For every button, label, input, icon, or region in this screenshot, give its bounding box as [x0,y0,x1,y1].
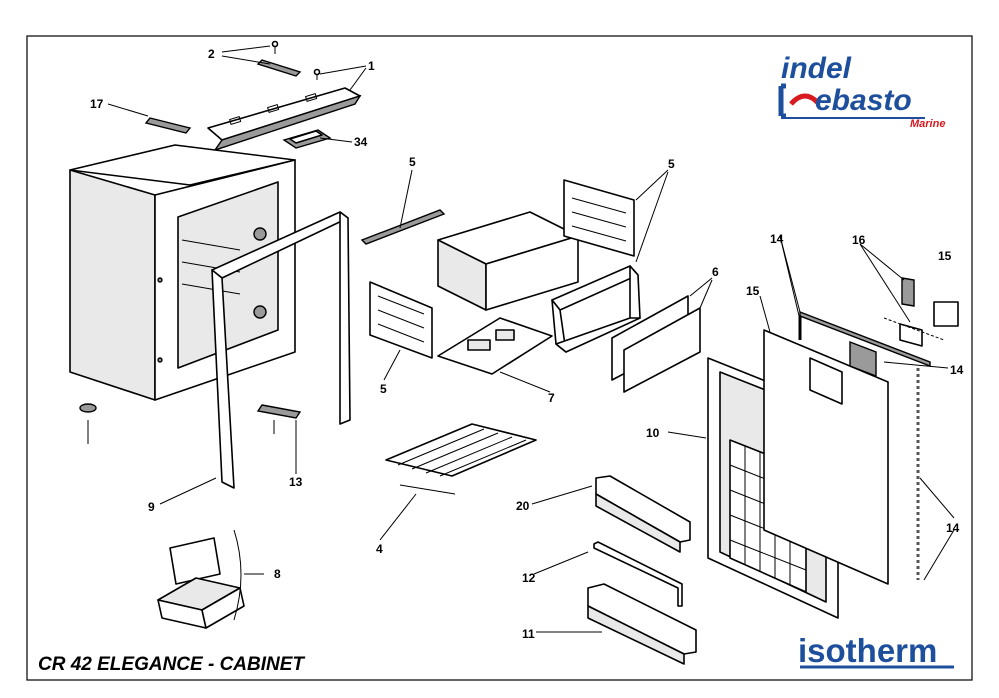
callout-11: 11 [522,627,535,641]
callout-16: 16 [852,233,866,247]
logo-marine-text: Marine [910,118,945,130]
logo-indel-text: indel [781,52,852,85]
callout-34: 34 [354,135,368,149]
callout-15-label: 15 [938,249,952,263]
cabinet-body [69,144,296,401]
callout-numbers: 2 1 17 34 5 5 6 5 7 14 15 16 15 14 14 10… [90,47,964,641]
part-4-wire-shelf [385,423,537,495]
callout-12: 12 [522,571,536,585]
callout-1: 1 [368,59,375,73]
cabinet-foot [79,403,97,444]
callout-6: 6 [712,265,719,279]
callout-5-left: 5 [380,382,387,396]
part-12-bottle-rail [593,541,683,607]
door-latch-plate [849,340,877,378]
leader-lines [107,45,955,633]
part-5-left-panel [369,281,433,359]
part-15-door-panel [763,329,889,585]
callout-10: 10 [646,426,660,440]
logo-isotherm-text: isotherm [798,632,937,669]
callout-17: 17 [90,97,104,111]
callout-7: 7 [548,391,555,405]
cooling-unit [437,211,641,353]
part-2-bracket [256,40,321,80]
part-5-right-panel [563,179,635,257]
part-15-label [933,301,959,327]
logo-bracket [778,83,786,119]
logo-webasto-text: ebasto [815,84,912,117]
part-16-latch [883,277,945,347]
callout-15-panel: 15 [746,284,760,298]
callout-14-right: 14 [950,363,964,377]
callout-4: 4 [376,542,383,556]
part-34-clip [282,129,332,149]
callout-20: 20 [516,499,530,513]
part-17-hinge-plate [144,117,192,134]
callout-5-right: 5 [668,157,675,171]
part-1-top-cover [207,87,362,152]
callout-14-bottom: 14 [946,521,960,535]
page-title: CR 42 ELEGANCE - CABINET [38,654,305,675]
isotherm-logo: isotherm [798,632,954,669]
indel-webasto-logo: indel ebasto Marine [778,52,945,130]
part-13-hinge [256,404,302,434]
callout-5-rod: 5 [409,155,416,169]
callout-9: 9 [148,500,155,514]
part-9-front-frame [211,211,351,489]
drawing-frame [26,35,973,681]
callout-13: 13 [289,475,303,489]
callout-2: 2 [208,47,215,61]
callout-8: 8 [274,567,281,581]
part-7-electronics-tray [437,317,553,375]
logo-red-arc [789,93,821,106]
callout-14-top: 14 [770,232,784,246]
part-20-door-shelf [595,475,691,553]
part-6-gaskets [611,295,701,393]
part-5-rod [360,209,446,245]
part-11-bottle-shelf [587,583,697,665]
part-8-ice-tray [157,537,245,629]
